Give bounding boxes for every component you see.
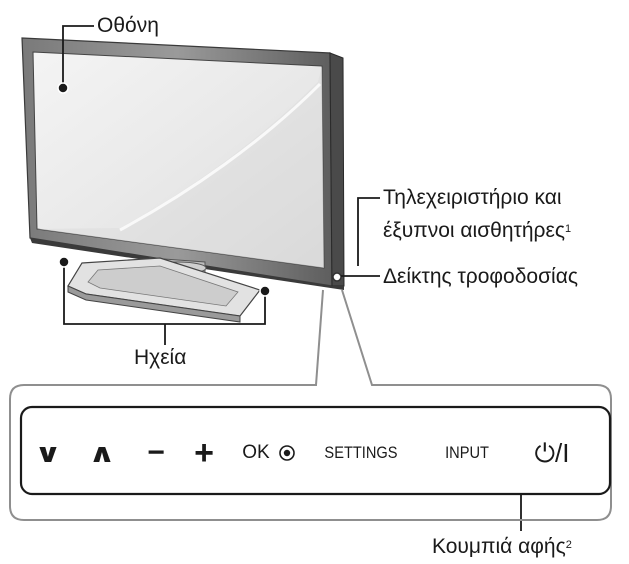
- remote-sensor-label-2: έξυπνοι αισθητήρες1: [383, 219, 571, 243]
- settings-button[interactable]: SETTINGS: [324, 443, 398, 462]
- tv-body: [21, 37, 345, 290]
- volume-down-button[interactable]: ∨: [34, 438, 62, 468]
- ok-radio-icon: [279, 445, 295, 461]
- channel-plus-button[interactable]: +: [194, 434, 214, 472]
- power-indicator-label: Δείκτης τροφοδοσίας: [383, 265, 578, 288]
- power-led-icon: [332, 272, 342, 282]
- remote-sensor-label-line1: Τηλεχειριστήριο και: [383, 186, 562, 209]
- remote-sensor-label-line2: έξυπνοι αισθητήρες: [383, 219, 565, 242]
- touch-buttons-footnote: 2: [565, 539, 572, 551]
- screen-label: Οθόνη: [97, 14, 159, 37]
- touch-button-panel: [19, 405, 612, 496]
- ok-button[interactable]: OK: [242, 442, 270, 463]
- touch-buttons-label: Κουμπιά αφής2: [432, 535, 572, 559]
- input-button[interactable]: INPUT: [445, 443, 489, 462]
- tv-stand: [67, 257, 261, 323]
- button-panel-callout: [9, 289, 612, 521]
- volume-up-button[interactable]: ∧: [88, 438, 116, 468]
- touch-buttons-label-text: Κουμπιά αφής: [432, 535, 566, 558]
- power-button[interactable]: ⏻/I: [534, 438, 570, 468]
- remote-sensor-label: Τηλεχειριστήριο και: [383, 186, 562, 210]
- remote-sensor-footnote: 1: [564, 223, 572, 235]
- leader-lines: [62, 25, 522, 531]
- channel-minus-button[interactable]: −: [147, 436, 165, 469]
- speakers-label: Ηχεία: [134, 346, 187, 369]
